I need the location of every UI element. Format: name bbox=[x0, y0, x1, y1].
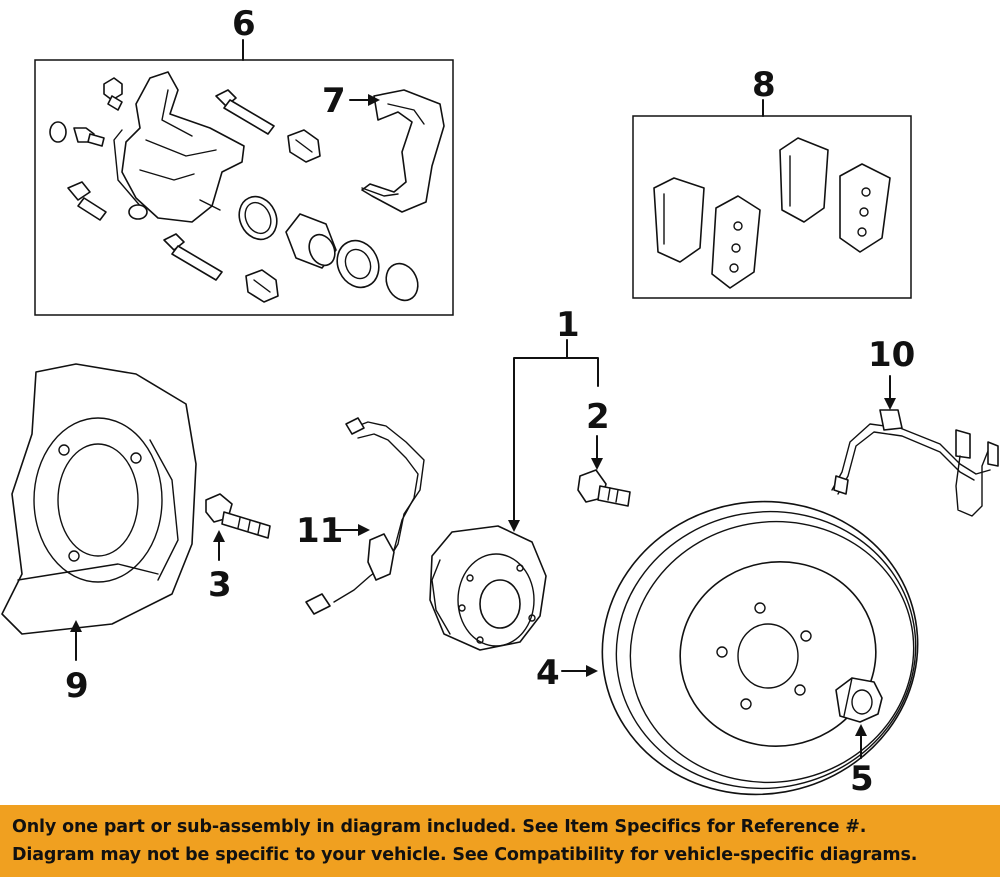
brake-hose bbox=[831, 409, 999, 517]
bleeder-bolt bbox=[103, 77, 123, 111]
brake-pad-group: 8 bbox=[632, 65, 912, 299]
brake-pad-1 bbox=[653, 177, 705, 263]
abs-sensor bbox=[305, 417, 425, 615]
hub-bolt bbox=[577, 469, 631, 507]
caliper-mounting-bracket bbox=[361, 89, 445, 213]
hub-bearing bbox=[429, 525, 547, 651]
callout-3: 3 bbox=[208, 565, 232, 605]
pin-boot-upper bbox=[287, 129, 321, 163]
disclaimer-line-2: Diagram may not be specific to your vehi… bbox=[12, 845, 918, 865]
brake-pad-3 bbox=[779, 137, 829, 223]
disclaimer-banner: Only one part or sub-assembly in diagram… bbox=[0, 805, 1000, 877]
callout-1-arrow bbox=[508, 520, 520, 532]
callout-6: 6 bbox=[232, 4, 256, 44]
callout-7: 7 bbox=[322, 81, 346, 121]
dust-shield bbox=[1, 363, 197, 635]
callout-8: 8 bbox=[752, 65, 776, 105]
lug-nut bbox=[835, 677, 883, 723]
mounting-bolt bbox=[67, 181, 107, 221]
brake-parts-diagram: 6 bbox=[1, 4, 999, 799]
cap-fitting bbox=[49, 121, 105, 147]
callout-4: 4 bbox=[536, 653, 560, 693]
brake-rotor bbox=[601, 500, 919, 796]
caliper-body bbox=[113, 71, 245, 223]
caliper-bolt bbox=[205, 493, 271, 539]
callout-4-arrow bbox=[586, 665, 598, 677]
guide-pin-lower bbox=[163, 233, 223, 281]
pin-boot-lower bbox=[245, 269, 279, 303]
caliper-kit-group: 6 bbox=[34, 4, 454, 316]
piston-seal bbox=[238, 195, 278, 241]
brake-pad-4 bbox=[839, 163, 891, 253]
callout-11: 11 bbox=[296, 511, 343, 551]
callout-5-arrow bbox=[855, 724, 867, 736]
callout-7-arrow bbox=[368, 94, 380, 106]
callout-2: 2 bbox=[586, 397, 610, 437]
callout-9: 9 bbox=[65, 666, 89, 706]
piston bbox=[285, 213, 337, 269]
dust-boot bbox=[336, 239, 380, 289]
callout-9-arrow bbox=[70, 620, 82, 632]
callout-10-arrow bbox=[884, 398, 896, 410]
callout-10: 10 bbox=[868, 335, 915, 375]
guide-pin-upper bbox=[215, 89, 275, 135]
brake-pad-box bbox=[632, 115, 912, 299]
o-ring bbox=[385, 262, 419, 302]
callout-1: 1 bbox=[556, 305, 580, 345]
callout-5: 5 bbox=[850, 759, 874, 799]
callout-11-arrow bbox=[358, 524, 370, 536]
callout-3-arrow bbox=[213, 530, 225, 542]
brake-pad-2 bbox=[711, 195, 761, 289]
callout-1-bracket bbox=[513, 357, 599, 523]
callout-2-arrow bbox=[591, 458, 603, 470]
disclaimer-line-1: Only one part or sub-assembly in diagram… bbox=[12, 817, 867, 837]
